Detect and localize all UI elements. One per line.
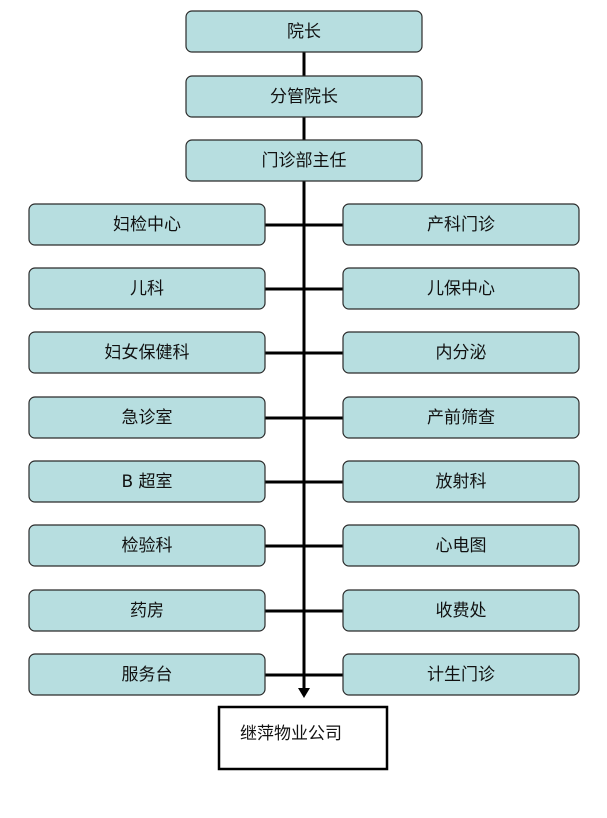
right-dept-7-label: 收费处 bbox=[436, 601, 487, 621]
left-dept-5: B 超室 bbox=[28, 460, 266, 503]
right-dept-3-label: 内分泌 bbox=[436, 343, 487, 363]
right-dept-5: 放射科 bbox=[342, 460, 580, 503]
right-dept-3: 内分泌 bbox=[342, 331, 580, 374]
left-dept-3-label: 妇女保健科 bbox=[105, 343, 190, 363]
trunk-arrowhead bbox=[298, 688, 310, 698]
left-dept-7-label: 药房 bbox=[130, 601, 164, 621]
node-president: 院长 bbox=[185, 10, 423, 53]
node-outpatient-director-label: 门诊部主任 bbox=[262, 151, 347, 171]
right-dept-6-label: 心电图 bbox=[436, 536, 487, 556]
right-dept-1: 产科门诊 bbox=[342, 203, 580, 246]
branch-lines bbox=[265, 223, 343, 677]
right-dept-4: 产前筛查 bbox=[342, 396, 580, 439]
node-vice-president-label: 分管院长 bbox=[270, 87, 338, 107]
left-dept-2-label: 儿科 bbox=[130, 279, 164, 299]
property-company-box: 继萍物业公司 bbox=[217, 705, 389, 771]
left-dept-3: 妇女保健科 bbox=[28, 331, 266, 374]
left-dept-5-label: B 超室 bbox=[121, 472, 172, 492]
left-dept-4: 急诊室 bbox=[28, 396, 266, 439]
left-dept-1: 妇检中心 bbox=[28, 203, 266, 246]
node-outpatient-director: 门诊部主任 bbox=[185, 139, 423, 182]
right-dept-4-label: 产前筛查 bbox=[427, 408, 495, 428]
right-dept-2: 儿保中心 bbox=[342, 267, 580, 310]
right-dept-7: 收费处 bbox=[342, 589, 580, 632]
right-dept-8: 计生门诊 bbox=[342, 653, 580, 696]
left-dept-6: 检验科 bbox=[28, 524, 266, 567]
left-dept-6-label: 检验科 bbox=[122, 536, 173, 556]
left-dept-1-label: 妇检中心 bbox=[113, 215, 181, 235]
left-dept-8-label: 服务台 bbox=[122, 665, 173, 685]
node-vice-president: 分管院长 bbox=[185, 75, 423, 118]
right-dept-6: 心电图 bbox=[342, 524, 580, 567]
left-dept-8: 服务台 bbox=[28, 653, 266, 696]
right-dept-5-label: 放射科 bbox=[436, 472, 487, 492]
left-dept-2: 儿科 bbox=[28, 267, 266, 310]
right-dept-1-label: 产科门诊 bbox=[427, 215, 495, 235]
connectors bbox=[265, 52, 343, 698]
right-dept-2-label: 儿保中心 bbox=[427, 279, 495, 299]
right-dept-8-label: 计生门诊 bbox=[427, 665, 495, 685]
property-company-label: 继萍物业公司 bbox=[240, 724, 342, 744]
left-dept-4-label: 急诊室 bbox=[122, 408, 173, 428]
left-dept-7: 药房 bbox=[28, 589, 266, 632]
node-president-label: 院长 bbox=[287, 22, 321, 42]
